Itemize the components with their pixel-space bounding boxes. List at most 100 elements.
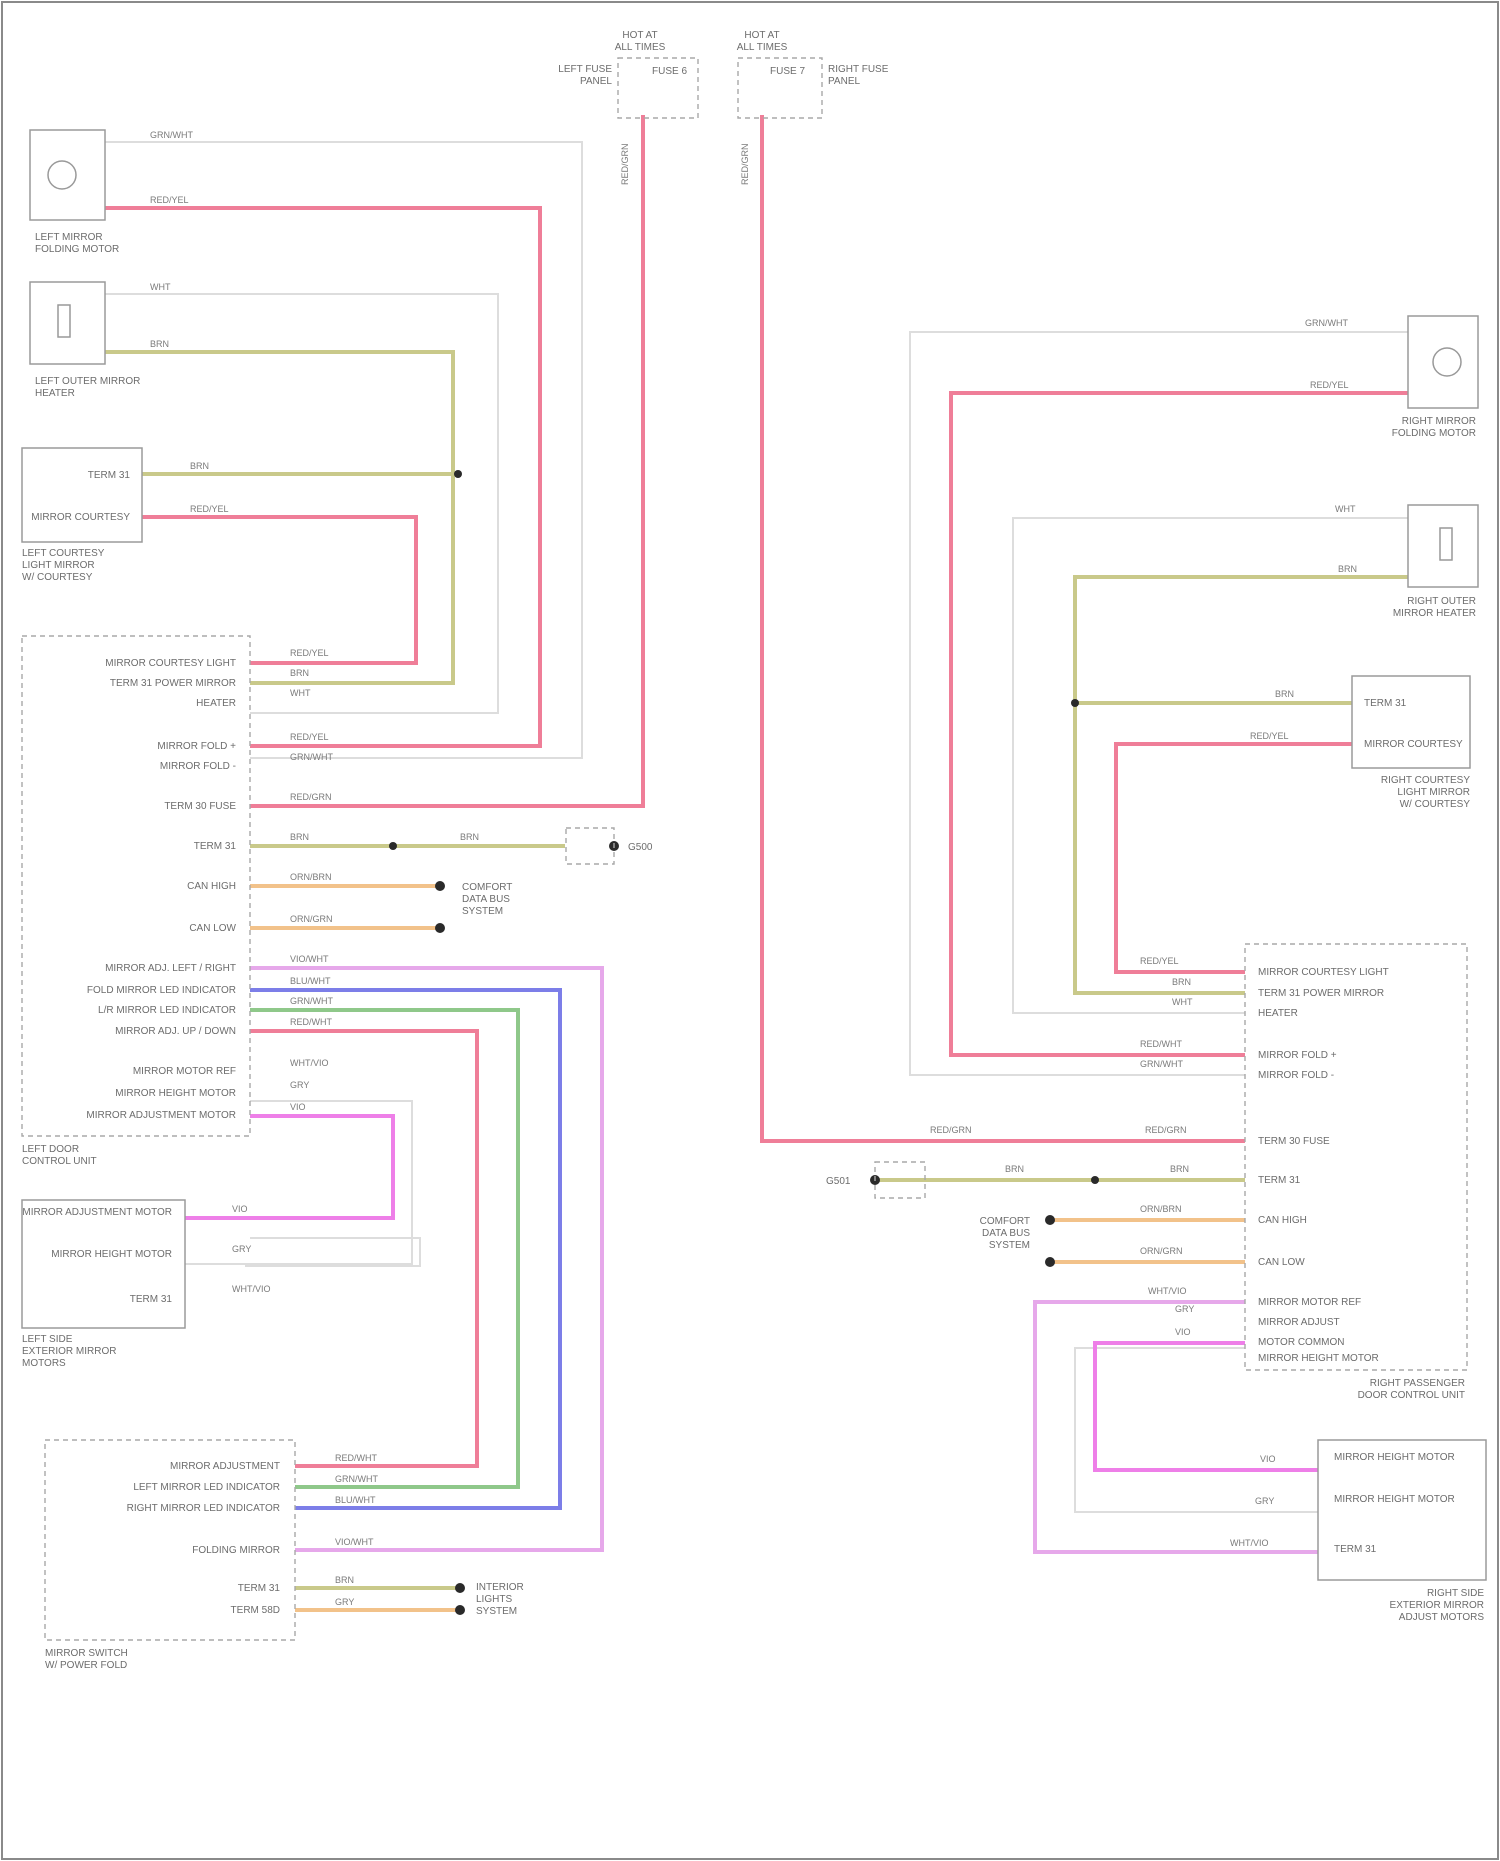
- svg-text:MOTORS: MOTORS: [22, 1358, 66, 1369]
- svg-text:COMFORT: COMFORT: [980, 1216, 1030, 1227]
- svg-text:GRY: GRY: [1255, 1496, 1274, 1506]
- svg-text:LEFT SIDE: LEFT SIDE: [22, 1334, 73, 1345]
- svg-text:DATA BUS: DATA BUS: [982, 1228, 1030, 1239]
- can-left: COMFORT DATA BUS SYSTEM: [462, 882, 512, 917]
- svg-text:GRY: GRY: [1175, 1304, 1194, 1314]
- svg-text:CAN LOW: CAN LOW: [189, 923, 236, 934]
- svg-text:RIGHT COURTESY: RIGHT COURTESY: [1381, 775, 1470, 786]
- svg-text:GRY: GRY: [290, 1080, 309, 1090]
- svg-text:HEATER: HEATER: [35, 388, 75, 399]
- svg-text:RED/YEL: RED/YEL: [150, 195, 189, 205]
- svg-text:VIO: VIO: [232, 1204, 248, 1214]
- svg-text:RIGHT OUTER: RIGHT OUTER: [1407, 596, 1476, 607]
- svg-text:EXTERIOR MIRROR: EXTERIOR MIRROR: [22, 1346, 116, 1357]
- svg-text:LEFT MIRROR LED INDICATOR: LEFT MIRROR LED INDICATOR: [133, 1482, 280, 1493]
- wire-left-fold-led: [250, 968, 602, 1550]
- svg-text:MIRROR HEIGHT MOTOR: MIRROR HEIGHT MOTOR: [1334, 1494, 1455, 1505]
- svg-text:LIGHT MIRROR: LIGHT MIRROR: [22, 560, 95, 571]
- svg-text:ORN/GRN: ORN/GRN: [290, 914, 333, 924]
- svg-text:G500: G500: [628, 842, 653, 853]
- svg-text:MIRROR FOLD -: MIRROR FOLD -: [160, 761, 236, 772]
- svg-text:RED/YEL: RED/YEL: [290, 648, 329, 658]
- wire-left-adj: [250, 1031, 477, 1466]
- svg-text:HEATER: HEATER: [1258, 1008, 1298, 1019]
- svg-text:CONTROL UNIT: CONTROL UNIT: [22, 1156, 97, 1167]
- svg-text:LEFT MIRROR: LEFT MIRROR: [35, 232, 103, 243]
- svg-text:TERM 30 FUSE: TERM 30 FUSE: [1258, 1136, 1330, 1147]
- svg-text:DOOR CONTROL UNIT: DOOR CONTROL UNIT: [1358, 1390, 1465, 1401]
- svg-text:VIO/WHT: VIO/WHT: [335, 1537, 374, 1547]
- svg-text:MIRROR COURTESY LIGHT: MIRROR COURTESY LIGHT: [105, 658, 236, 669]
- svg-text:MIRROR HEATER: MIRROR HEATER: [1393, 608, 1476, 619]
- svg-text:MIRROR MOTOR REF: MIRROR MOTOR REF: [133, 1066, 236, 1077]
- svg-text:W/ COURTESY: W/ COURTESY: [1400, 799, 1471, 810]
- svg-text:SYSTEM: SYSTEM: [989, 1240, 1030, 1251]
- wire-right-fold-motor: [951, 393, 1408, 1055]
- svg-text:MIRROR HEIGHT MOTOR: MIRROR HEIGHT MOTOR: [51, 1249, 172, 1260]
- svg-text:MIRROR ADJ. UP / DOWN: MIRROR ADJ. UP / DOWN: [115, 1026, 236, 1037]
- svg-text:RED/GRN: RED/GRN: [930, 1125, 972, 1135]
- svg-text:BRN: BRN: [150, 339, 169, 349]
- svg-text:MIRROR HEIGHT MOTOR: MIRROR HEIGHT MOTOR: [1334, 1452, 1455, 1463]
- svg-text:MIRROR ADJ. LEFT / RIGHT: MIRROR ADJ. LEFT / RIGHT: [105, 963, 236, 974]
- svg-text:WHT/VIO: WHT/VIO: [1230, 1538, 1269, 1548]
- svg-text:BRN: BRN: [290, 668, 309, 678]
- can-right: COMFORT DATA BUS SYSTEM: [980, 1216, 1031, 1251]
- svg-text:GRY: GRY: [335, 1597, 354, 1607]
- right-mirror-folding-motor: GRN/WHT RED/YEL RIGHT MIRROR FOLDING MOT…: [1305, 316, 1478, 439]
- svg-text:ORN/GRN: ORN/GRN: [1140, 1246, 1183, 1256]
- gray-wires: [105, 142, 1408, 1512]
- svg-text:HOT AT: HOT AT: [744, 30, 779, 41]
- svg-text:BRN: BRN: [190, 461, 209, 471]
- svg-text:RED/YEL: RED/YEL: [1140, 956, 1179, 966]
- svg-text:LEFT COURTESY: LEFT COURTESY: [22, 548, 105, 559]
- svg-text:RED/YEL: RED/YEL: [190, 504, 229, 514]
- wire-left-fuse: [250, 115, 643, 806]
- wire-left-courtesy: [142, 517, 416, 663]
- svg-text:INTERIOR: INTERIOR: [476, 1582, 524, 1593]
- mirror-switch: MIRROR ADJUSTMENT LEFT MIRROR LED INDICA…: [45, 1440, 524, 1671]
- svg-text:VIO: VIO: [290, 1102, 306, 1112]
- svg-text:MIRROR ADJUSTMENT: MIRROR ADJUSTMENT: [170, 1461, 280, 1472]
- svg-text:ORN/BRN: ORN/BRN: [1140, 1204, 1182, 1214]
- svg-text:CAN HIGH: CAN HIGH: [1258, 1215, 1307, 1226]
- svg-text:BRN: BRN: [1172, 977, 1191, 987]
- svg-text:MIRROR ADJUST: MIRROR ADJUST: [1258, 1317, 1340, 1328]
- svg-text:CAN LOW: CAN LOW: [1258, 1257, 1305, 1268]
- svg-text:MIRROR COURTESY: MIRROR COURTESY: [1364, 739, 1463, 750]
- svg-text:HOT AT: HOT AT: [622, 30, 657, 41]
- right-mirror-motors: MIRROR HEIGHT MOTOR MIRROR HEIGHT MOTOR …: [1230, 1440, 1486, 1623]
- svg-text:WHT: WHT: [1172, 997, 1193, 1007]
- svg-text:LIGHTS: LIGHTS: [476, 1594, 512, 1605]
- svg-text:WHT: WHT: [1335, 504, 1356, 514]
- svg-text:MIRROR HEIGHT MOTOR: MIRROR HEIGHT MOTOR: [1258, 1353, 1379, 1364]
- left-fuse-block: HOT AT ALL TIMES LEFT FUSE PANEL FUSE 6 …: [558, 30, 698, 185]
- svg-text:FOLDING MOTOR: FOLDING MOTOR: [35, 244, 119, 255]
- svg-text:BLU/WHT: BLU/WHT: [335, 1495, 376, 1505]
- wire-right-heater: [1075, 577, 1408, 993]
- svg-text:MIRROR ADJUSTMENT MOTOR: MIRROR ADJUSTMENT MOTOR: [22, 1207, 172, 1218]
- svg-text:RED/GRN: RED/GRN: [290, 792, 332, 802]
- svg-text:RIGHT PASSENGER: RIGHT PASSENGER: [1370, 1378, 1465, 1389]
- svg-text:TERM 30 FUSE: TERM 30 FUSE: [164, 801, 236, 812]
- svg-text:COMFORT: COMFORT: [462, 882, 512, 893]
- svg-text:SYSTEM: SYSTEM: [476, 1606, 517, 1617]
- svg-text:PANEL: PANEL: [828, 76, 860, 87]
- left-mirror-folding-motor: GRN/WHT RED/YEL LEFT MIRROR FOLDING MOTO…: [30, 130, 193, 255]
- svg-text:MIRROR FOLD -: MIRROR FOLD -: [1258, 1070, 1334, 1081]
- wire-right-fuse: [762, 115, 1245, 1141]
- svg-text:W/ COURTESY: W/ COURTESY: [22, 572, 93, 583]
- svg-text:MOTOR COMMON: MOTOR COMMON: [1258, 1337, 1344, 1348]
- svg-text:RED/YEL: RED/YEL: [1250, 731, 1289, 741]
- svg-text:GRN/WHT: GRN/WHT: [290, 752, 333, 762]
- svg-text:TERM 31 POWER MIRROR: TERM 31 POWER MIRROR: [1258, 988, 1384, 999]
- svg-text:GRN/WHT: GRN/WHT: [290, 996, 333, 1006]
- svg-text:PANEL: PANEL: [580, 76, 612, 87]
- svg-text:GRN/WHT: GRN/WHT: [1140, 1059, 1183, 1069]
- svg-text:LEFT FUSE: LEFT FUSE: [558, 64, 612, 75]
- svg-text:HEATER: HEATER: [196, 698, 236, 709]
- svg-text:GRY: GRY: [232, 1244, 251, 1254]
- svg-text:L/R MIRROR LED INDICATOR: L/R MIRROR LED INDICATOR: [98, 1005, 236, 1016]
- svg-text:RED/WHT: RED/WHT: [1140, 1039, 1182, 1049]
